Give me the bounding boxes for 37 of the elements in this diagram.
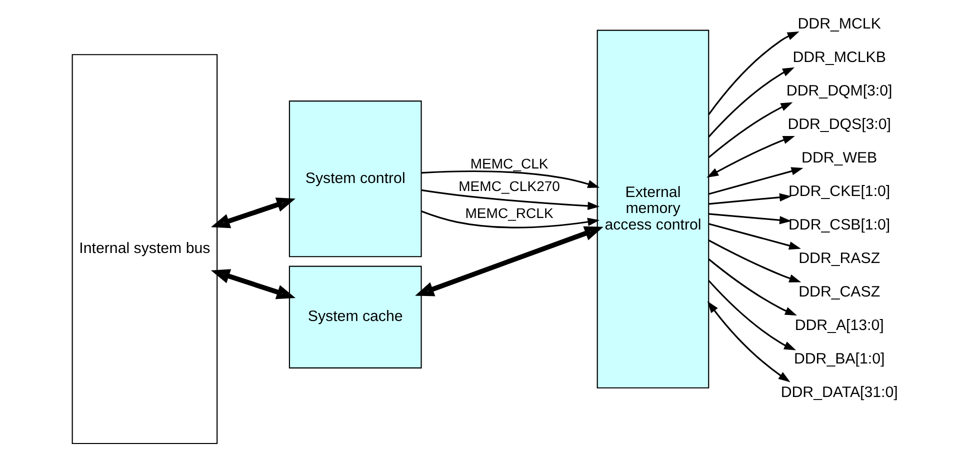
node-box: Internal system bus	[71, 54, 218, 444]
arrow	[210, 269, 296, 300]
edge-label: MEMC_RCLK	[464, 205, 553, 222]
arrow	[708, 193, 791, 205]
node-text: DDR_RASZ	[798, 250, 880, 267]
node-text: DDR_DATA[31:0]	[780, 384, 898, 401]
arrow	[708, 167, 803, 195]
arrow	[708, 67, 794, 138]
arrow	[708, 102, 792, 158]
edge-label: MEMC_CLK270	[458, 178, 560, 194]
arrow	[708, 223, 800, 250]
arrow	[708, 32, 799, 116]
node-text: DDR_A[13:0]	[794, 316, 884, 334]
arrow	[708, 213, 791, 224]
arrow	[708, 240, 801, 282]
arrow	[210, 198, 295, 228]
node-text: DDR_DQM[3:0]	[786, 82, 892, 100]
node-text: DDR_CSB[1:0]	[788, 216, 890, 234]
node-text: DDR_MCLKB	[792, 48, 886, 66]
arrow	[708, 258, 797, 316]
arrow	[706, 136, 794, 178]
node-text: DDR_CKE[1:0]	[788, 182, 890, 200]
node-text: DDR_DQS[3:0]	[787, 116, 890, 133]
arrow	[414, 226, 603, 296]
node-text: DDR_WEB	[801, 149, 877, 166]
node-box: System cache	[288, 266, 422, 368]
arrow	[421, 189, 600, 210]
arrow	[420, 210, 600, 228]
arrow	[708, 280, 796, 350]
node-text: DDR_BA[1:0]	[793, 350, 884, 368]
node-box: External memory access control	[596, 30, 709, 388]
node-text: DDR_CASZ	[798, 283, 880, 300]
edge-label: MEMC_CLK	[470, 155, 548, 172]
arrow	[421, 170, 600, 188]
node-text: DDR_MCLK	[797, 15, 880, 32]
arrow	[706, 301, 790, 382]
node-box: System control	[288, 100, 422, 258]
